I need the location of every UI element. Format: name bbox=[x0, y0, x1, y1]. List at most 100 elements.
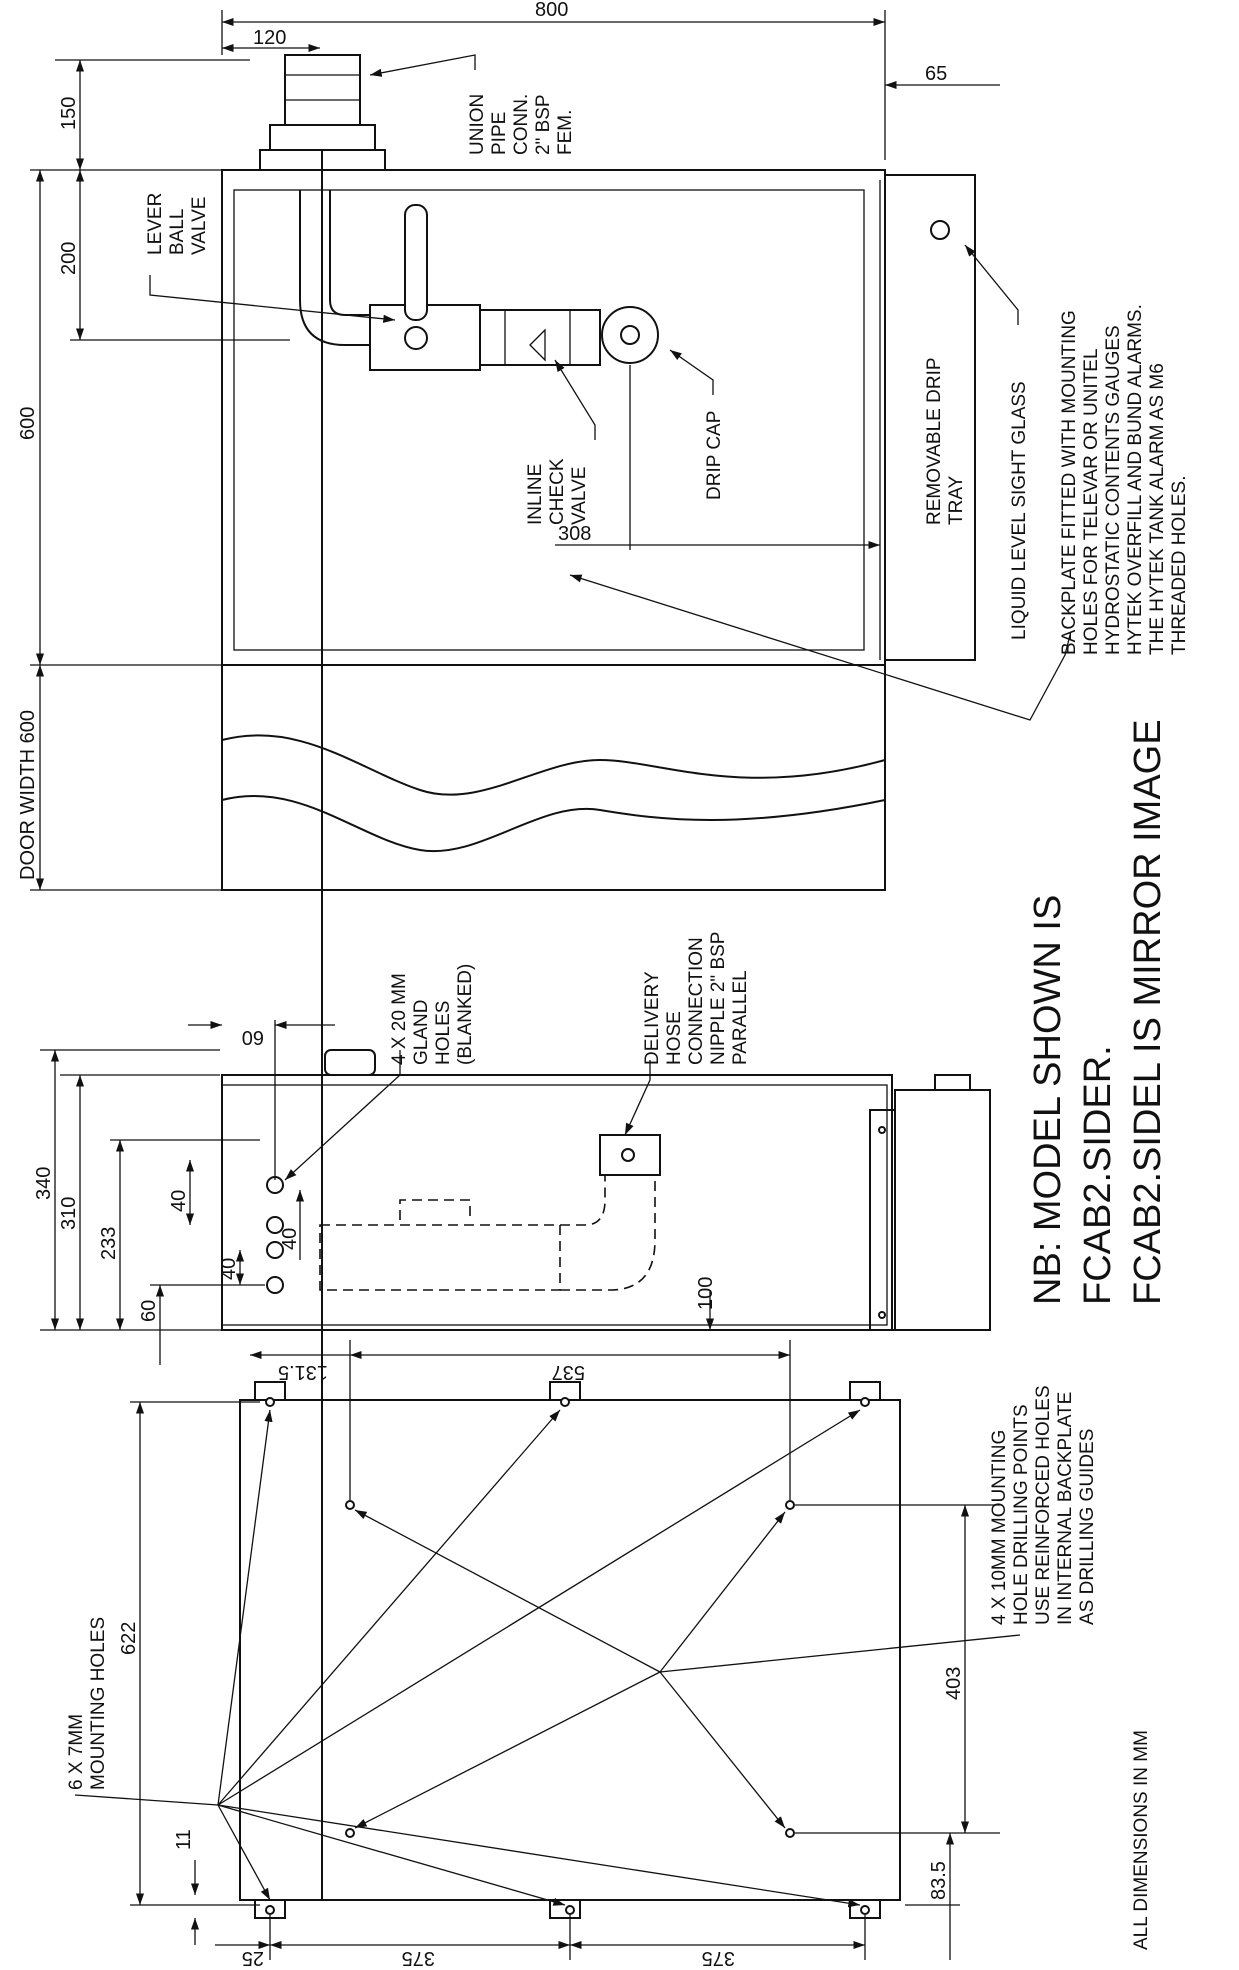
svg-text:THE HYTEK TANK ALARM AS M6: THE HYTEK TANK ALARM AS M6 bbox=[1147, 363, 1168, 655]
inner-panel bbox=[233, 189, 865, 651]
svg-text:2" BSP: 2" BSP bbox=[533, 94, 554, 155]
svg-text:CONNECTION: CONNECTION bbox=[686, 937, 707, 1065]
svg-text:CHECK: CHECK bbox=[547, 458, 568, 525]
dim-375a-label: 375 bbox=[402, 1947, 435, 1969]
dim-40a-label: 40 bbox=[168, 1190, 190, 1212]
dim-25-label: 25 bbox=[242, 1947, 264, 1969]
gland-label: 4 X 20 MM GLAND HOLES (BLANKED) bbox=[389, 964, 476, 1065]
cabinet-outline bbox=[221, 169, 886, 891]
dim-131-5-label: 131.5 bbox=[278, 1361, 328, 1383]
side-labels: 4 X 20 MM GLAND HOLES (BLANKED) DELIVERY… bbox=[284, 932, 751, 1181]
dim-120-label: 120 bbox=[253, 27, 286, 49]
svg-text:FCAB2.SIDEL IS MIRROR IMAGE: FCAB2.SIDEL IS MIRROR IMAGE bbox=[1127, 719, 1169, 1305]
tray-label: REMOVABLE DRIP TRAY bbox=[924, 357, 967, 525]
gland-hole bbox=[266, 1276, 284, 1294]
dim-65-label: 65 bbox=[925, 63, 947, 85]
svg-text:NIPPLE 2" BSP: NIPPLE 2" BSP bbox=[708, 932, 729, 1065]
dim-800-label: 800 bbox=[535, 0, 568, 21]
front-view bbox=[221, 54, 976, 1900]
mounting-hole-7mm bbox=[860, 1905, 870, 1915]
svg-text:BACKPLATE FITTED WITH MOUNTING: BACKPLATE FITTED WITH MOUNTING bbox=[1059, 310, 1080, 655]
sight-glass-label: LIQUID LEVEL SIGHT GLASS bbox=[1009, 381, 1030, 640]
back-dimensions: 131.5 537 622 11 403 83.5 25 375 375 bbox=[118, 1340, 1000, 1969]
drill-point-10mm bbox=[345, 1828, 355, 1838]
svg-text:HOLE DRILLING POINTS: HOLE DRILLING POINTS bbox=[1011, 1404, 1032, 1625]
dim-310-label: 310 bbox=[58, 1197, 80, 1230]
delivery-label: DELIVERY HOSE CONNECTION NIPPLE 2" BSP P… bbox=[642, 932, 751, 1065]
svg-text:HYTEK OVERFILL AND BUND ALARM: HYTEK OVERFILL AND BUND ALARMS. bbox=[1125, 304, 1146, 655]
drill-point-10mm bbox=[785, 1828, 795, 1838]
svg-text:HOSE: HOSE bbox=[664, 1011, 685, 1065]
svg-text:DELIVERY: DELIVERY bbox=[642, 971, 663, 1065]
side-view bbox=[221, 1049, 991, 1331]
mounting-hole-7mm bbox=[565, 1905, 575, 1915]
model-note: NB: MODEL SHOWN IS FCAB2.SIDER. FCAB2.SI… bbox=[1027, 719, 1169, 1305]
drill-point-10mm bbox=[785, 1500, 795, 1510]
inline-check-valve bbox=[479, 309, 601, 366]
svg-text:VALVE: VALVE bbox=[569, 467, 590, 525]
drill-point-10mm bbox=[345, 1500, 355, 1510]
svg-text:UNION: UNION bbox=[467, 94, 488, 155]
side-dimensions: 60 340 310 233 60 40 40 40 100 bbox=[33, 1020, 717, 1365]
front-labels: UNION PIPE CONN. 2" BSP FEM. LEVER BALL … bbox=[145, 54, 1190, 721]
dim-60-label: 60 bbox=[242, 1026, 264, 1048]
break-line bbox=[221, 734, 886, 796]
svg-text:INLINE: INLINE bbox=[525, 464, 546, 525]
svg-text:USE REINFORCED HOLES: USE REINFORCED HOLES bbox=[1033, 1385, 1054, 1625]
dim-233-label: 233 bbox=[98, 1227, 120, 1260]
dim-40b-label: 40 bbox=[218, 1258, 240, 1280]
svg-text:HOLES FOR TELEVAR OR UNITEL: HOLES FOR TELEVAR OR UNITEL bbox=[1081, 348, 1102, 655]
gland-hole bbox=[266, 1216, 284, 1234]
sight-glass bbox=[930, 220, 950, 240]
svg-text:GLAND: GLAND bbox=[411, 1000, 432, 1065]
mount10-label: 4 X 10MM MOUNTING HOLE DRILLING POINTS U… bbox=[989, 1385, 1098, 1625]
dim-537-label: 537 bbox=[552, 1361, 585, 1383]
front-dimensions: 800 120 65 150 200 600 DOOR WIDTH 600 30… bbox=[17, 0, 1000, 891]
svg-text:CONN.: CONN. bbox=[511, 94, 532, 155]
svg-text:THREADED HOLES.: THREADED HOLES. bbox=[1169, 476, 1190, 655]
inline-label: INLINE CHECK VALVE bbox=[525, 458, 590, 525]
valve-lever bbox=[404, 204, 428, 321]
dim-375b-label: 375 bbox=[702, 1947, 735, 1969]
svg-text:LEVER: LEVER bbox=[145, 193, 166, 255]
svg-text:TRAY: TRAY bbox=[946, 475, 967, 525]
gland-hole bbox=[266, 1241, 284, 1259]
dim-403-label: 403 bbox=[943, 1667, 965, 1700]
door-width-label: DOOR WIDTH 600 bbox=[17, 710, 39, 880]
svg-text:HYDROSTATIC CONTENTS GAUGES: HYDROSTATIC CONTENTS GAUGES bbox=[1103, 325, 1124, 655]
dim-100-label: 100 bbox=[695, 1277, 717, 1310]
dim-340-label: 340 bbox=[33, 1167, 55, 1200]
svg-text:VALVE: VALVE bbox=[189, 197, 210, 255]
mounting-hole-7mm bbox=[560, 1397, 570, 1407]
dim-40c-label: 40 bbox=[279, 1228, 301, 1250]
mounting-hole-7mm bbox=[860, 1397, 870, 1407]
svg-text:AS DRILLING GUIDES: AS DRILLING GUIDES bbox=[1077, 1429, 1098, 1625]
svg-text:NB: MODEL SHOWN IS: NB: MODEL SHOWN IS bbox=[1027, 895, 1069, 1305]
mount-tab bbox=[549, 1899, 581, 1919]
svg-text:IN INTERNAL BACKPLATE: IN INTERNAL BACKPLATE bbox=[1055, 1392, 1076, 1625]
svg-text:6 X 7MM: 6 X 7MM bbox=[66, 1714, 87, 1790]
dim-60b-label: 60 bbox=[138, 1300, 160, 1322]
union-label: UNION PIPE CONN. 2" BSP FEM. bbox=[467, 94, 576, 155]
vertical-pipe bbox=[299, 190, 370, 346]
svg-text:BALL: BALL bbox=[167, 209, 188, 255]
break-line bbox=[221, 794, 886, 853]
dripcap-label: DRIP CAP bbox=[704, 411, 725, 500]
svg-text:MOUNTING HOLES: MOUNTING HOLES bbox=[88, 1617, 109, 1790]
dim-622-label: 622 bbox=[118, 1622, 140, 1655]
svg-text:HOLES: HOLES bbox=[433, 1001, 454, 1065]
drip-tray bbox=[885, 174, 976, 661]
svg-text:PIPE: PIPE bbox=[489, 112, 510, 155]
mounting-hole-7mm bbox=[265, 1397, 275, 1407]
dim-308-label: 308 bbox=[558, 523, 591, 545]
svg-text:4 X 20 MM: 4 X 20 MM bbox=[389, 973, 410, 1065]
svg-text:(BLANKED): (BLANKED) bbox=[455, 964, 476, 1065]
back-labels: 4 X 10MM MOUNTING HOLE DRILLING POINTS U… bbox=[66, 1385, 1152, 1950]
mounting-hole-7mm bbox=[265, 1905, 275, 1915]
backplate-outline bbox=[239, 1399, 901, 1901]
mount7-label: 6 X 7MM MOUNTING HOLES bbox=[66, 1617, 109, 1790]
dim-150-label: 150 bbox=[58, 97, 80, 130]
union-fitting bbox=[284, 54, 361, 126]
lever-label: LEVER BALL VALVE bbox=[145, 193, 210, 255]
